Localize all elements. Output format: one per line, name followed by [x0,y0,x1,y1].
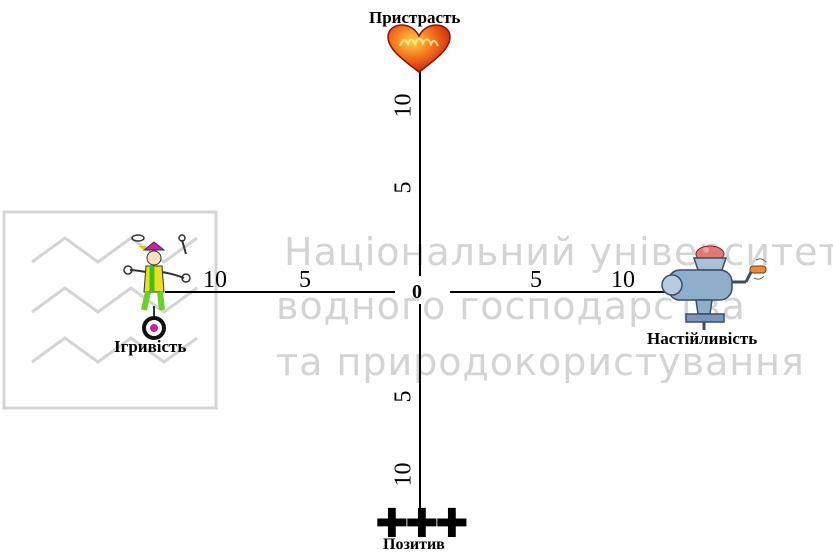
plus-icon: ✚ [375,501,409,547]
juggler-clown-icon [123,234,191,340]
plus-icon: ✚ [435,501,469,547]
label-bottom-positive: Позитив [383,536,445,553]
tick-right-5: 5 [530,267,542,293]
label-left-playfulness: Ігривість [114,337,187,356]
plus-icon: ✚ [405,501,439,547]
tick-left-5: 5 [299,267,311,293]
meat-grinder-icon [661,245,767,330]
tick-left-10: 10 [203,267,227,293]
heart-icon [387,24,451,73]
tick-up-5: 5 [390,181,417,194]
origin-label: 0 [412,281,422,303]
watermark-line-1: Національний університет [284,230,833,274]
label-top-passion: Пристрасть [369,8,461,27]
watermark-line-3: та природокористування [276,340,805,384]
label-right-persistence: Настійливість [647,329,758,348]
tick-down-5: 5 [390,390,417,403]
tick-up-10: 10 [390,93,417,118]
tick-down-10: 10 [390,462,417,487]
tick-right-10: 10 [611,267,635,293]
